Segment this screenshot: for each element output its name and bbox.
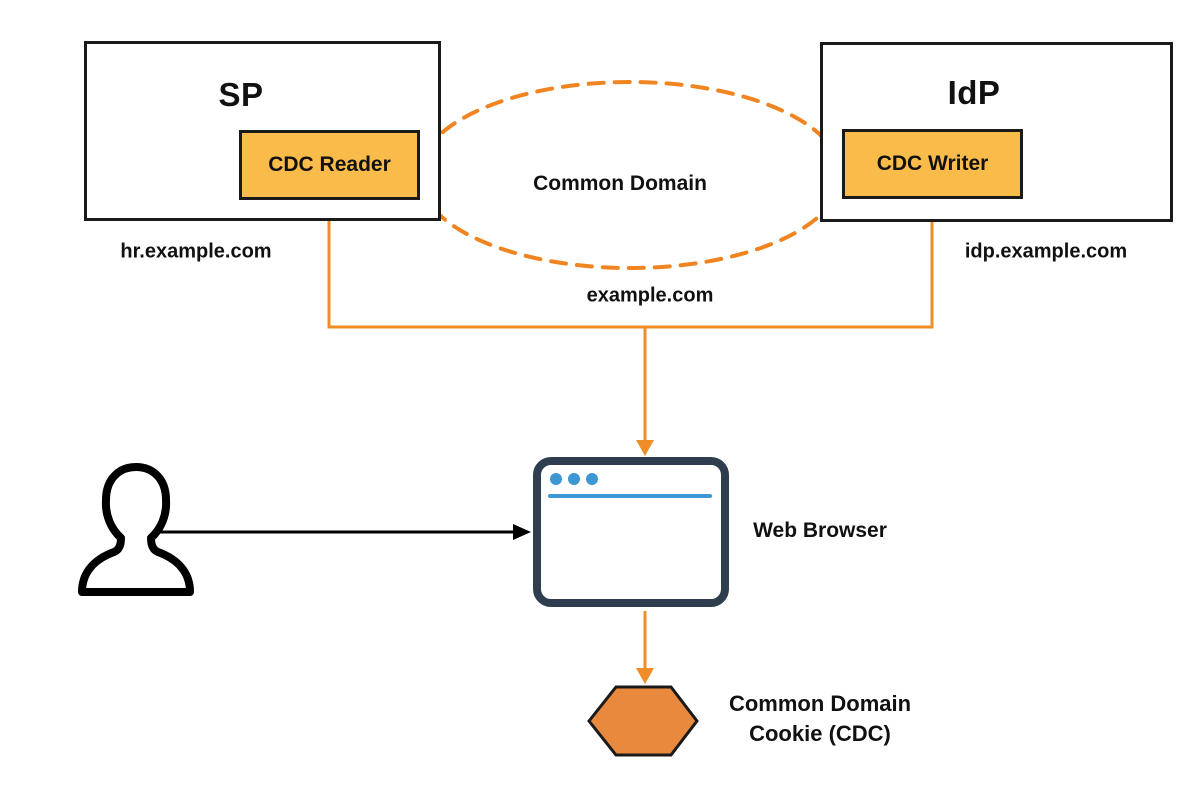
- common-domain-label: Common Domain: [533, 172, 707, 195]
- browser-dot-icon: [568, 473, 580, 485]
- browser-dot-icon: [550, 473, 562, 485]
- cdc-writer-label: CDC Writer: [876, 152, 989, 175]
- web-browser-label: Web Browser: [753, 519, 887, 542]
- browser-dot-icon: [586, 473, 598, 485]
- arrow-down-to-cookie-icon: [636, 668, 654, 684]
- cookie-label-line1: Common Domain: [728, 691, 912, 716]
- sp-domain-label: hr.example.com: [120, 240, 272, 263]
- cdc-bracket-connector: [327, 199, 934, 329]
- arrow-down-to-browser-icon: [636, 440, 654, 456]
- idp-title: IdP: [947, 74, 1001, 111]
- sp-title: SP: [218, 76, 264, 113]
- common-domain-domain-label: example.com: [586, 284, 714, 307]
- hexagon-cookie-icon: [587, 685, 699, 757]
- cookie-label: Common Domain Cookie (CDC): [729, 689, 911, 749]
- cdc-reader-box: CDC Reader: [239, 130, 420, 200]
- cookie-label-line2: Cookie (CDC): [749, 721, 891, 746]
- browser-window-icon: [533, 457, 729, 607]
- cdc-reader-label: CDC Reader: [268, 153, 391, 176]
- user-silhouette-icon: [78, 463, 194, 596]
- cdc-writer-box: CDC Writer: [842, 129, 1023, 199]
- arrow-right-to-browser-icon: [513, 524, 531, 540]
- browser-toolbar-line: [548, 494, 712, 498]
- idp-domain-label: idp.example.com: [964, 240, 1128, 263]
